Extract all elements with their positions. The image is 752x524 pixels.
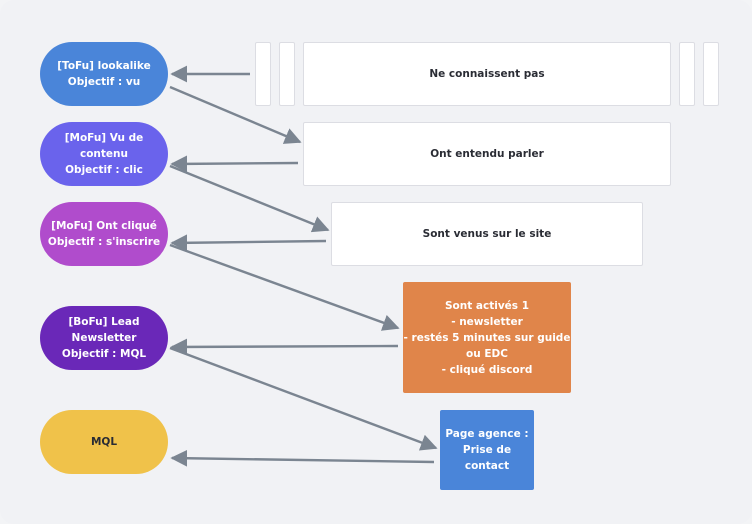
arrow-stage5-to-mql xyxy=(170,449,435,467)
pill-mql-text: MQL xyxy=(90,436,118,448)
stage1-strip-left-1 xyxy=(255,42,271,106)
pill-mofu-vu-de-contenu: [MoFu] Vu de contenu Objectif : clic xyxy=(40,122,168,186)
arrow-stage4-to-bofu xyxy=(170,338,399,356)
stage2-text: Ont entendu parler xyxy=(430,148,544,160)
pill-tofu-lookalike: [ToFu] lookalike Objectif : vu xyxy=(40,42,168,106)
pill-bofu-text: [BoFu] Lead Newsletter Objectif : MQL xyxy=(61,316,147,360)
stage-sont-actives: Sont activés 1 - newsletter - restés 5 m… xyxy=(403,282,571,393)
stage1-strip-left-2 xyxy=(279,42,295,106)
stage-ont-entendu-parler: Ont entendu parler xyxy=(303,122,671,186)
stage1-strip-right-2 xyxy=(703,42,719,106)
pill-bofu-lead: [BoFu] Lead Newsletter Objectif : MQL xyxy=(40,306,168,370)
arrow-tofu-to-stage2 xyxy=(169,85,302,144)
arrow-mofu1-to-stage3 xyxy=(169,164,330,233)
arrow-stage3-to-mofu2 xyxy=(170,234,327,252)
stage5-text: Page agence : Prise de contact xyxy=(445,428,529,472)
stage3-text: Sont venus sur le site xyxy=(422,228,552,240)
pill-tofu-title: [ToFu] lookalike xyxy=(57,60,151,72)
pill-mofu2-objective: Objectif : s'inscrire xyxy=(47,236,161,248)
pill-mql: MQL xyxy=(40,410,168,474)
stage1-strip-right-1 xyxy=(679,42,695,106)
pill-tofu-objective: Objectif : vu xyxy=(67,76,141,88)
pill-mofu1-objective: Objectif : clic xyxy=(65,164,143,176)
stage4-text: Sont activés 1 - newsletter - restés 5 m… xyxy=(403,299,571,376)
stage-sont-venus-sur-le-site: Sont venus sur le site xyxy=(331,202,643,266)
pill-mofu2-title: [MoFu] Ont cliqué xyxy=(51,220,157,232)
arrow-stage2-to-mofu1 xyxy=(170,155,299,173)
stage-page-agence: Page agence : Prise de contact xyxy=(440,410,534,490)
stage1-text: Ne connaissent pas xyxy=(429,68,545,80)
arrow-bofu-to-stage5 xyxy=(169,346,438,451)
pill-mofu-ont-clique: [MoFu] Ont cliqué Objectif : s'inscrire xyxy=(40,202,168,266)
arrow-mofu2-to-stage4 xyxy=(169,243,400,331)
pill-mofu1-title: [MoFu] Vu de contenu xyxy=(64,132,144,160)
stage-ne-connaissent-pas: Ne connaissent pas xyxy=(303,42,671,106)
